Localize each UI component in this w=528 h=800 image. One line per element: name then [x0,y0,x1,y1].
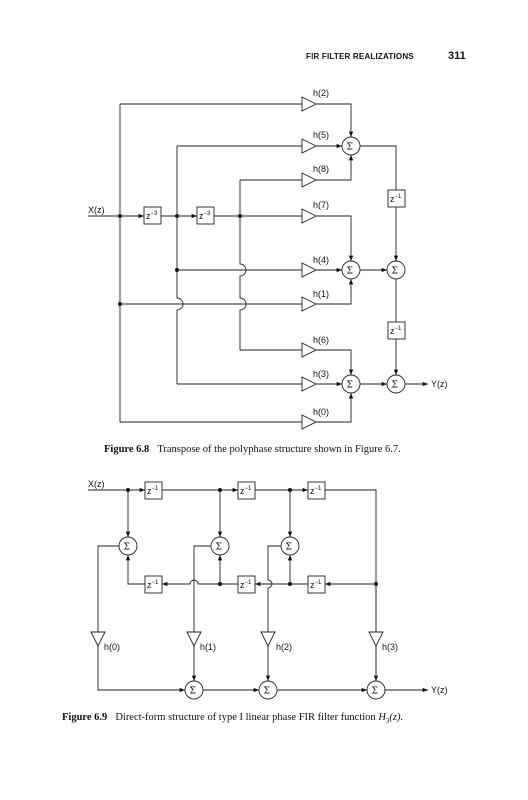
svg-text:h(2): h(2) [313,88,329,98]
running-header: FIR FILTER REALIZATIONS [306,52,414,61]
fig69-input-label: X(z) [88,479,105,489]
figure-6-8-diagram: X(z) z−3 z−3 [88,88,448,430]
svg-text:Σ: Σ [347,267,353,277]
fig68-coeff-h3: h(3) [301,369,329,392]
fig68-coeff-h8: h(8) [301,164,329,188]
figure-6-8-caption: Figure 6.8 Transpose of the polyphase str… [104,444,401,455]
svg-text:h(4): h(4) [313,255,329,265]
figure-6-9-label: Figure 6.9 [62,712,108,723]
svg-text:Σ: Σ [264,687,270,697]
svg-text:z−1: z−1 [240,580,252,590]
figure-6-9-func-sub: 3 [385,717,390,726]
fig69-delay-bot-2: z−1 [237,575,256,594]
fig69-delay-top-1: z−1 [144,481,163,500]
fig68-coeff-h7: h(7) [301,200,329,224]
figure-6-9-diagram: X(z) z−1 z−1 z−1 Σ Σ [88,479,448,700]
figure-6-9-caption: Figure 6.9 Direct-form structure of type … [62,712,403,725]
fig69-delay-bot-3: z−1 [307,575,326,594]
svg-text:h(3): h(3) [382,642,398,652]
svg-text:z−1: z−1 [390,194,402,204]
svg-text:Σ: Σ [392,267,398,277]
fig68-coeff-h6: h(6) [301,335,329,358]
svg-text:h(2): h(2) [276,642,292,652]
svg-text:h(1): h(1) [200,642,216,652]
fig68-coeff-h0: h(0) [301,407,329,430]
figure-6-9-func-arg: (z). [389,712,404,723]
svg-text:Σ: Σ [286,543,292,553]
fig68-coeff-h5: h(5) [301,130,329,154]
fig69-coeff-h0: h(0) [90,631,120,652]
fig68-sum-bot: Σ [341,374,361,394]
fig69-delay-top-3: z−1 [307,481,326,500]
svg-text:h(8): h(8) [313,164,329,174]
fig69-coeff-h1: h(1) [186,631,216,652]
svg-text:z−1: z−1 [147,486,159,496]
fig69-coeff-h2: h(2) [260,631,292,652]
svg-text:Σ: Σ [190,687,196,697]
svg-text:h(6): h(6) [313,335,329,345]
svg-text:z−3: z−3 [199,211,211,221]
fig68-delay-z1-top: z−1 [387,189,406,208]
svg-text:Σ: Σ [347,381,353,391]
fig69-delay-top-2: z−1 [237,481,256,500]
svg-text:h(5): h(5) [313,130,329,140]
svg-text:Σ: Σ [372,687,378,697]
fig68-delay-z3-a: z−3 [143,206,162,225]
figure-6-9-text: Direct-form structure of type I linear p… [115,712,376,723]
fig68-coeff-h4: h(4) [301,255,329,278]
svg-text:Σ: Σ [124,543,130,553]
fig68-coeff-h1: h(1) [301,289,329,312]
figure-6-8-text: Transpose of the polyphase structure sho… [157,444,401,455]
fig69-out-sum-1: Σ [184,680,204,700]
svg-text:h(1): h(1) [313,289,329,299]
svg-text:h(3): h(3) [313,369,329,379]
svg-text:h(7): h(7) [313,200,329,210]
fig68-sum-right-bot: Σ [386,374,406,394]
svg-text:z−1: z−1 [390,326,402,336]
svg-text:h(0): h(0) [313,407,329,417]
fig69-sum-1: Σ [118,536,138,556]
fig68-sum-right-mid: Σ [386,260,406,280]
svg-text:z−3: z−3 [146,211,158,221]
fig69-sum-3: Σ [280,536,300,556]
fig68-input-label: X(z) [88,205,105,215]
fig69-out-sum-3: Σ [366,680,386,700]
svg-text:Σ: Σ [392,381,398,391]
figure-6-8-label: Figure 6.8 [104,444,150,455]
fig68-sum-top: Σ [341,136,361,156]
svg-text:z−1: z−1 [240,486,252,496]
fig68-output-label: Y(z) [431,379,448,389]
svg-text:z−1: z−1 [147,580,159,590]
svg-text:z−1: z−1 [310,486,322,496]
fig69-coeff-h3: h(3) [368,631,398,652]
svg-text:Σ: Σ [216,543,222,553]
fig69-sum-2: Σ [210,536,230,556]
fig68-delay-z1-bot: z−1 [387,321,406,340]
svg-text:h(0): h(0) [104,642,120,652]
fig68-sum-mid: Σ [341,260,361,280]
figure-6-9-func: H [378,712,386,723]
fig69-delay-bot-1: z−1 [144,575,163,594]
svg-text:z−1: z−1 [310,580,322,590]
fig69-out-sum-2: Σ [258,680,278,700]
fig68-coeff-h2: h(2) [301,88,329,112]
fig69-output-label: Y(z) [431,685,448,695]
svg-text:Σ: Σ [347,143,353,153]
page-number: 311 [448,50,466,62]
fig68-delay-z3-b: z−3 [196,206,215,225]
